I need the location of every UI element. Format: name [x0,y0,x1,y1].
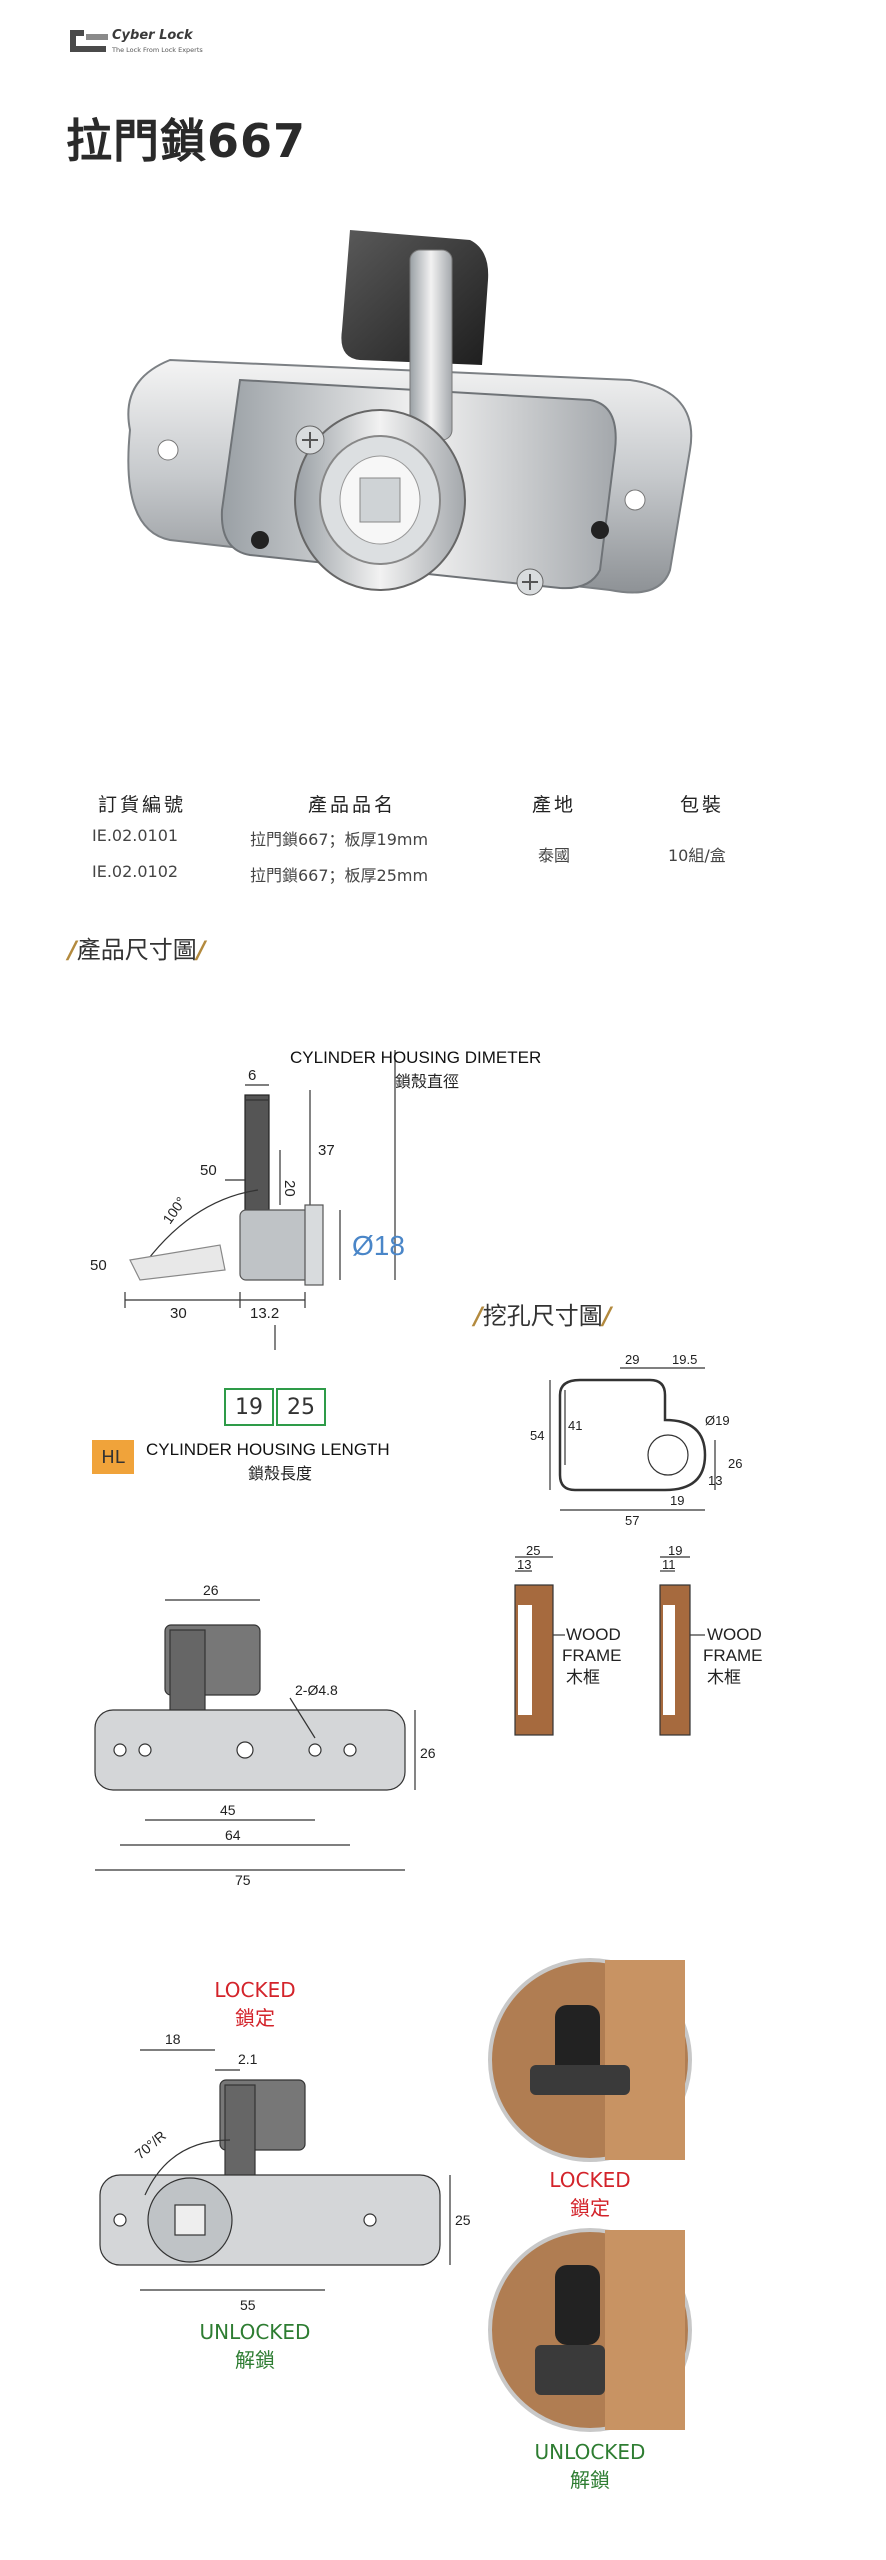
cylinder-length-label-cn: 鎖殼長度 [248,1464,313,1483]
state-dim-18: 18 [165,2031,181,2047]
frame-left-13: 13 [517,1557,531,1572]
frame-left-label-2: FRAME [562,1646,622,1665]
frame-right-19: 19 [668,1545,682,1558]
table-cell-package: 10組/盒 [668,846,726,865]
table-header-code: 訂貨編號 [98,794,187,816]
table-cell-origin: 泰國 [538,846,571,865]
frame-left-label-1: WOOD [566,1625,621,1644]
dim-6: 6 [248,1067,256,1084]
side-dimension-diagram: 6 50 20 37 100° 50 30 13.2 Ø18 [90,1050,405,1350]
frame-left-25: 25 [526,1545,540,1558]
cutout-dia-19: Ø19 [705,1413,730,1428]
state-locked-en: LOCKED [214,1978,296,2002]
state-dim-55: 55 [240,2297,256,2313]
wood-frame-diagram: 25 13 19 11 WOOD FRAME 木框 WOOD FRAME 木框 [514,1545,763,1736]
table-header-origin: 產地 [532,794,577,816]
dim-37: 37 [318,1142,335,1159]
cutout-57: 57 [625,1513,639,1528]
front-dim-26-side: 26 [420,1745,436,1761]
cyber-lock-logo-icon [70,30,108,52]
section-cutout-title: /挖孔尺寸圖/ [474,1302,612,1330]
table-cell-name-1: 拉門鎖667；板厚19mm [250,830,429,849]
cutout-diagram: 29 19.5 Ø19 54 41 13 26 19 57 [530,1352,742,1528]
state-dim-2-1: 2.1 [238,2051,258,2067]
photo-locked-en: LOCKED [549,2168,631,2192]
front-dimension-diagram: 26 2-Ø4.8 26 45 64 75 [94,1582,436,1888]
front-dim-45: 45 [220,1802,236,1818]
cylinder-diameter-label-en: CYLINDER HOUSING DIMETER [290,1048,542,1067]
front-dim-holes: 2-Ø4.8 [295,1682,338,1698]
photo-locked-cn: 鎖定 [570,2196,610,2220]
page-title: 拉門鎖667 [66,114,307,168]
cylinder-length-label-en: CYLINDER HOUSING LENGTH [146,1440,390,1459]
cutout-13: 13 [708,1473,722,1488]
state-unlocked-cn: 解鎖 [235,2348,275,2372]
section-dimensions-title: /產品尺寸圖/ [68,936,206,964]
photo-unlocked-cn: 解鎖 [570,2468,610,2492]
dim-20: 20 [281,1180,298,1197]
hl-value-25: 25 [276,1388,326,1426]
frame-right-label-cn: 木框 [707,1668,741,1688]
cutout-19: 19 [670,1493,684,1508]
table-cell-code-2: IE.02.0102 [92,862,179,881]
frame-left-label-cn: 木框 [566,1668,600,1688]
frame-right-label-2: FRAME [703,1646,763,1665]
state-unlocked-en: UNLOCKED [199,2320,311,2344]
state-locked-cn: 鎖定 [235,2006,275,2030]
cylinder-diameter-label-cn: 鎖殼直徑 [395,1072,460,1091]
unlocked-photo [488,2228,692,2432]
state-diagram: 18 2.1 70°/R 25 55 [99,2031,470,2313]
brand-tagline: The Lock From Lock Experts [112,46,203,54]
front-dim-26-top: 26 [203,1582,219,1598]
locked-photo [488,1958,692,2162]
hl-badge: HL [92,1440,134,1474]
brand-name: Cyber Lock [112,28,193,43]
table-cell-code-1: IE.02.0101 [92,826,179,845]
dim-30: 30 [170,1305,187,1322]
frame-right-11: 11 [662,1557,676,1572]
cutout-19-5: 19.5 [672,1352,697,1367]
hl-value-19: 19 [224,1388,274,1426]
dim-13-2: 13.2 [250,1305,279,1322]
cutout-26: 26 [728,1456,742,1471]
front-dim-64: 64 [225,1827,241,1843]
table-header-package: 包裝 [680,794,725,816]
front-dim-75: 75 [235,1872,251,1888]
cutout-41: 41 [568,1418,582,1433]
dim-50b: 50 [90,1257,107,1274]
cutout-54: 54 [530,1428,544,1443]
frame-right-label-1: WOOD [707,1625,762,1644]
product-photo [127,230,693,596]
cutout-29: 29 [625,1352,639,1367]
table-cell-name-2: 拉門鎖667；板厚25mm [250,866,429,885]
table-header-name: 產品品名 [308,794,397,816]
state-dim-70: 70°/R [132,2127,169,2162]
state-dim-25: 25 [455,2212,470,2228]
cylinder-diameter-value: Ø18 [352,1230,405,1261]
photo-unlocked-en: UNLOCKED [534,2440,646,2464]
dim-50a: 50 [200,1162,217,1179]
